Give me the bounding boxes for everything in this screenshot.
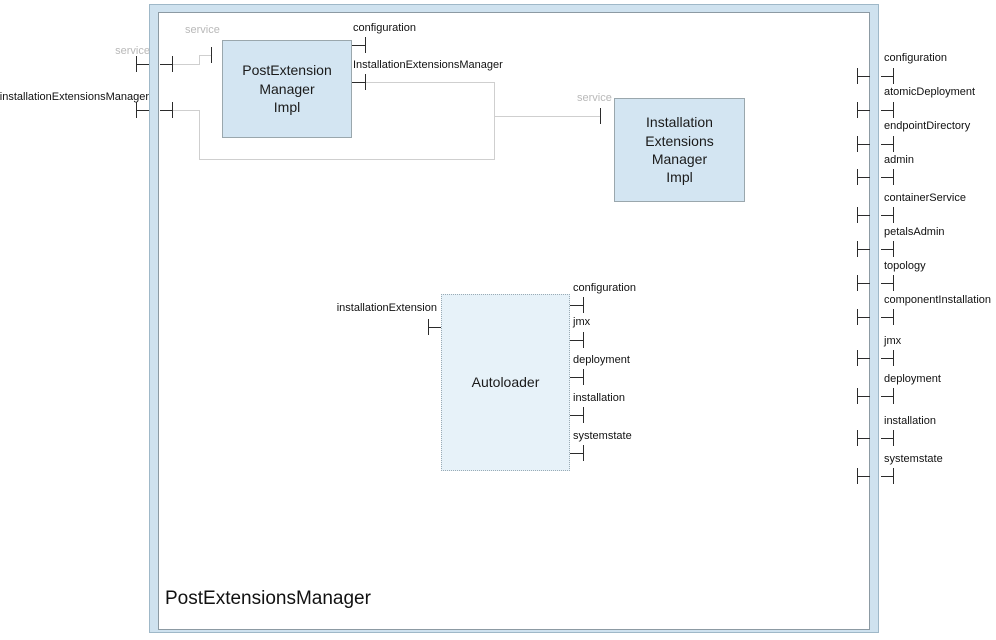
boundary-right-port-label-admin: admin bbox=[884, 154, 914, 166]
component-port-label-autoloader-installation: installation bbox=[573, 392, 625, 404]
boundary-right-port-inner-stub-10 bbox=[857, 438, 870, 439]
boundary-right-port-inner-stub-7 bbox=[857, 317, 870, 318]
component-post-extension-manager-impl[interactable]: PostExtension Manager Impl bbox=[222, 40, 352, 138]
boundary-right-port-outer-stub-2 bbox=[881, 144, 894, 145]
component-port-label-pem-configuration: configuration bbox=[353, 22, 416, 34]
boundary-right-port-inner-stub-1 bbox=[857, 110, 870, 111]
boundary-right-port-outer-stub-5 bbox=[881, 249, 894, 250]
boundary-right-port-outer-stub-7 bbox=[881, 317, 894, 318]
boundary-right-port-label-installation: installation bbox=[884, 415, 936, 427]
component-label-post-extension-manager-impl: PostExtension Manager Impl bbox=[242, 62, 332, 116]
boundary-right-port-outer-stub-8 bbox=[881, 358, 894, 359]
boundary-right-port-label-jmx: jmx bbox=[884, 335, 902, 347]
composite-title: PostExtensionsManager bbox=[165, 588, 371, 609]
boundary-right-port-label-container-service: containerService bbox=[884, 192, 966, 204]
boundary-right-port-outer-stub-0 bbox=[881, 76, 894, 77]
boundary-left-port-label-installation-extensions-manager: installationExtensionsManager bbox=[0, 91, 149, 103]
component-installation-extensions-manager-impl[interactable]: Installation Extensions Manager Impl bbox=[614, 98, 745, 202]
connector-iem-seg-h1 bbox=[173, 110, 200, 111]
component-port-bar-pem-service bbox=[211, 47, 212, 63]
connector-service-seg-v1 bbox=[199, 55, 200, 65]
component-port-stub-autoloader-systemstate bbox=[570, 453, 583, 454]
boundary-right-port-label-deployment: deployment bbox=[884, 373, 941, 385]
connector-service-seg-h2 bbox=[199, 55, 211, 56]
component-port-label-autoloader-jmx: jmx bbox=[573, 316, 591, 328]
boundary-right-port-outer-stub-4 bbox=[881, 215, 894, 216]
component-port-label-autoloader-installation-extension: installationExtension bbox=[336, 302, 437, 314]
boundary-right-port-inner-stub-6 bbox=[857, 283, 870, 284]
boundary-left-port-label-service: service bbox=[115, 45, 150, 57]
component-port-label-pem-installation-extensions-manager: InstallationExtensionsManager bbox=[353, 59, 503, 71]
component-port-bar-pem-iem bbox=[365, 74, 366, 90]
boundary-right-port-inner-stub-3 bbox=[857, 177, 870, 178]
boundary-right-port-inner-stub-4 bbox=[857, 215, 870, 216]
boundary-right-port-label-petals-admin: petalsAdmin bbox=[884, 226, 945, 238]
boundary-right-port-outer-stub-3 bbox=[881, 177, 894, 178]
component-port-label-iemi-service: service bbox=[577, 92, 612, 104]
component-port-bar-autoloader-installation bbox=[583, 407, 584, 423]
boundary-right-port-label-component-installation: componentInstallation bbox=[884, 294, 992, 306]
connector-iem-seg-v2 bbox=[494, 116, 495, 160]
component-port-label-autoloader-systemstate: systemstate bbox=[573, 430, 632, 442]
component-port-label-autoloader-deployment: deployment bbox=[573, 354, 630, 366]
component-label-installation-extensions-manager-impl: Installation Extensions Manager Impl bbox=[645, 114, 714, 186]
boundary-right-port-inner-stub-8 bbox=[857, 358, 870, 359]
boundary-right-port-outer-stub-6 bbox=[881, 283, 894, 284]
boundary-left-port-outer-stub-1 bbox=[136, 110, 149, 111]
boundary-right-port-label-endpoint-directory: endpointDirectory bbox=[884, 120, 971, 132]
boundary-left-port-inner-stub-0 bbox=[160, 64, 173, 65]
boundary-right-port-label-systemstate: systemstate bbox=[884, 453, 943, 465]
component-port-stub-autoloader-configuration bbox=[570, 305, 583, 306]
component-port-stub-pem-configuration bbox=[352, 45, 365, 46]
boundary-right-port-inner-stub-11 bbox=[857, 476, 870, 477]
component-port-bar-autoloader-systemstate bbox=[583, 445, 584, 461]
connector-iem-seg-h3 bbox=[494, 116, 600, 117]
boundary-right-port-inner-stub-2 bbox=[857, 144, 870, 145]
connector-pem-iem-out-v bbox=[494, 82, 495, 117]
boundary-right-port-outer-stub-9 bbox=[881, 396, 894, 397]
component-port-bar-autoloader-configuration bbox=[583, 297, 584, 313]
boundary-right-port-label-topology: topology bbox=[884, 260, 926, 272]
component-port-stub-pem-iem bbox=[352, 82, 365, 83]
component-port-bar-autoloader-jmx bbox=[583, 332, 584, 348]
boundary-right-port-outer-stub-1 bbox=[881, 110, 894, 111]
component-port-bar-iemi-service bbox=[600, 108, 601, 124]
component-port-stub-autoloader-jmx bbox=[570, 340, 583, 341]
boundary-left-port-outer-stub-0 bbox=[136, 64, 149, 65]
boundary-right-port-inner-stub-0 bbox=[857, 76, 870, 77]
connector-service-seg-h1 bbox=[173, 64, 200, 65]
boundary-right-port-outer-stub-10 bbox=[881, 438, 894, 439]
component-label-autoloader: Autoloader bbox=[471, 374, 540, 391]
component-port-bar-autoloader-deployment bbox=[583, 369, 584, 385]
boundary-right-port-inner-stub-9 bbox=[857, 396, 870, 397]
connector-iem-seg-v1 bbox=[199, 110, 200, 160]
connector-pem-iem-out bbox=[365, 82, 495, 83]
component-port-label-autoloader-configuration: configuration bbox=[573, 282, 636, 294]
boundary-left-port-inner-stub-1 bbox=[160, 110, 173, 111]
boundary-right-port-label-atomic-deployment: atomicDeployment bbox=[884, 86, 976, 98]
boundary-right-port-inner-stub-5 bbox=[857, 249, 870, 250]
connector-iem-seg-h2 bbox=[199, 159, 495, 160]
boundary-right-port-outer-stub-11 bbox=[881, 476, 894, 477]
component-port-label-pem-service: service bbox=[185, 24, 220, 36]
component-port-stub-autoloader-installation bbox=[570, 415, 583, 416]
component-port-stub-autoloader-installation-extension bbox=[428, 327, 441, 328]
component-autoloader[interactable]: Autoloader bbox=[441, 294, 570, 471]
boundary-right-port-label-configuration: configuration bbox=[884, 52, 947, 64]
component-port-stub-autoloader-deployment bbox=[570, 377, 583, 378]
component-port-bar-pem-configuration bbox=[365, 37, 366, 53]
